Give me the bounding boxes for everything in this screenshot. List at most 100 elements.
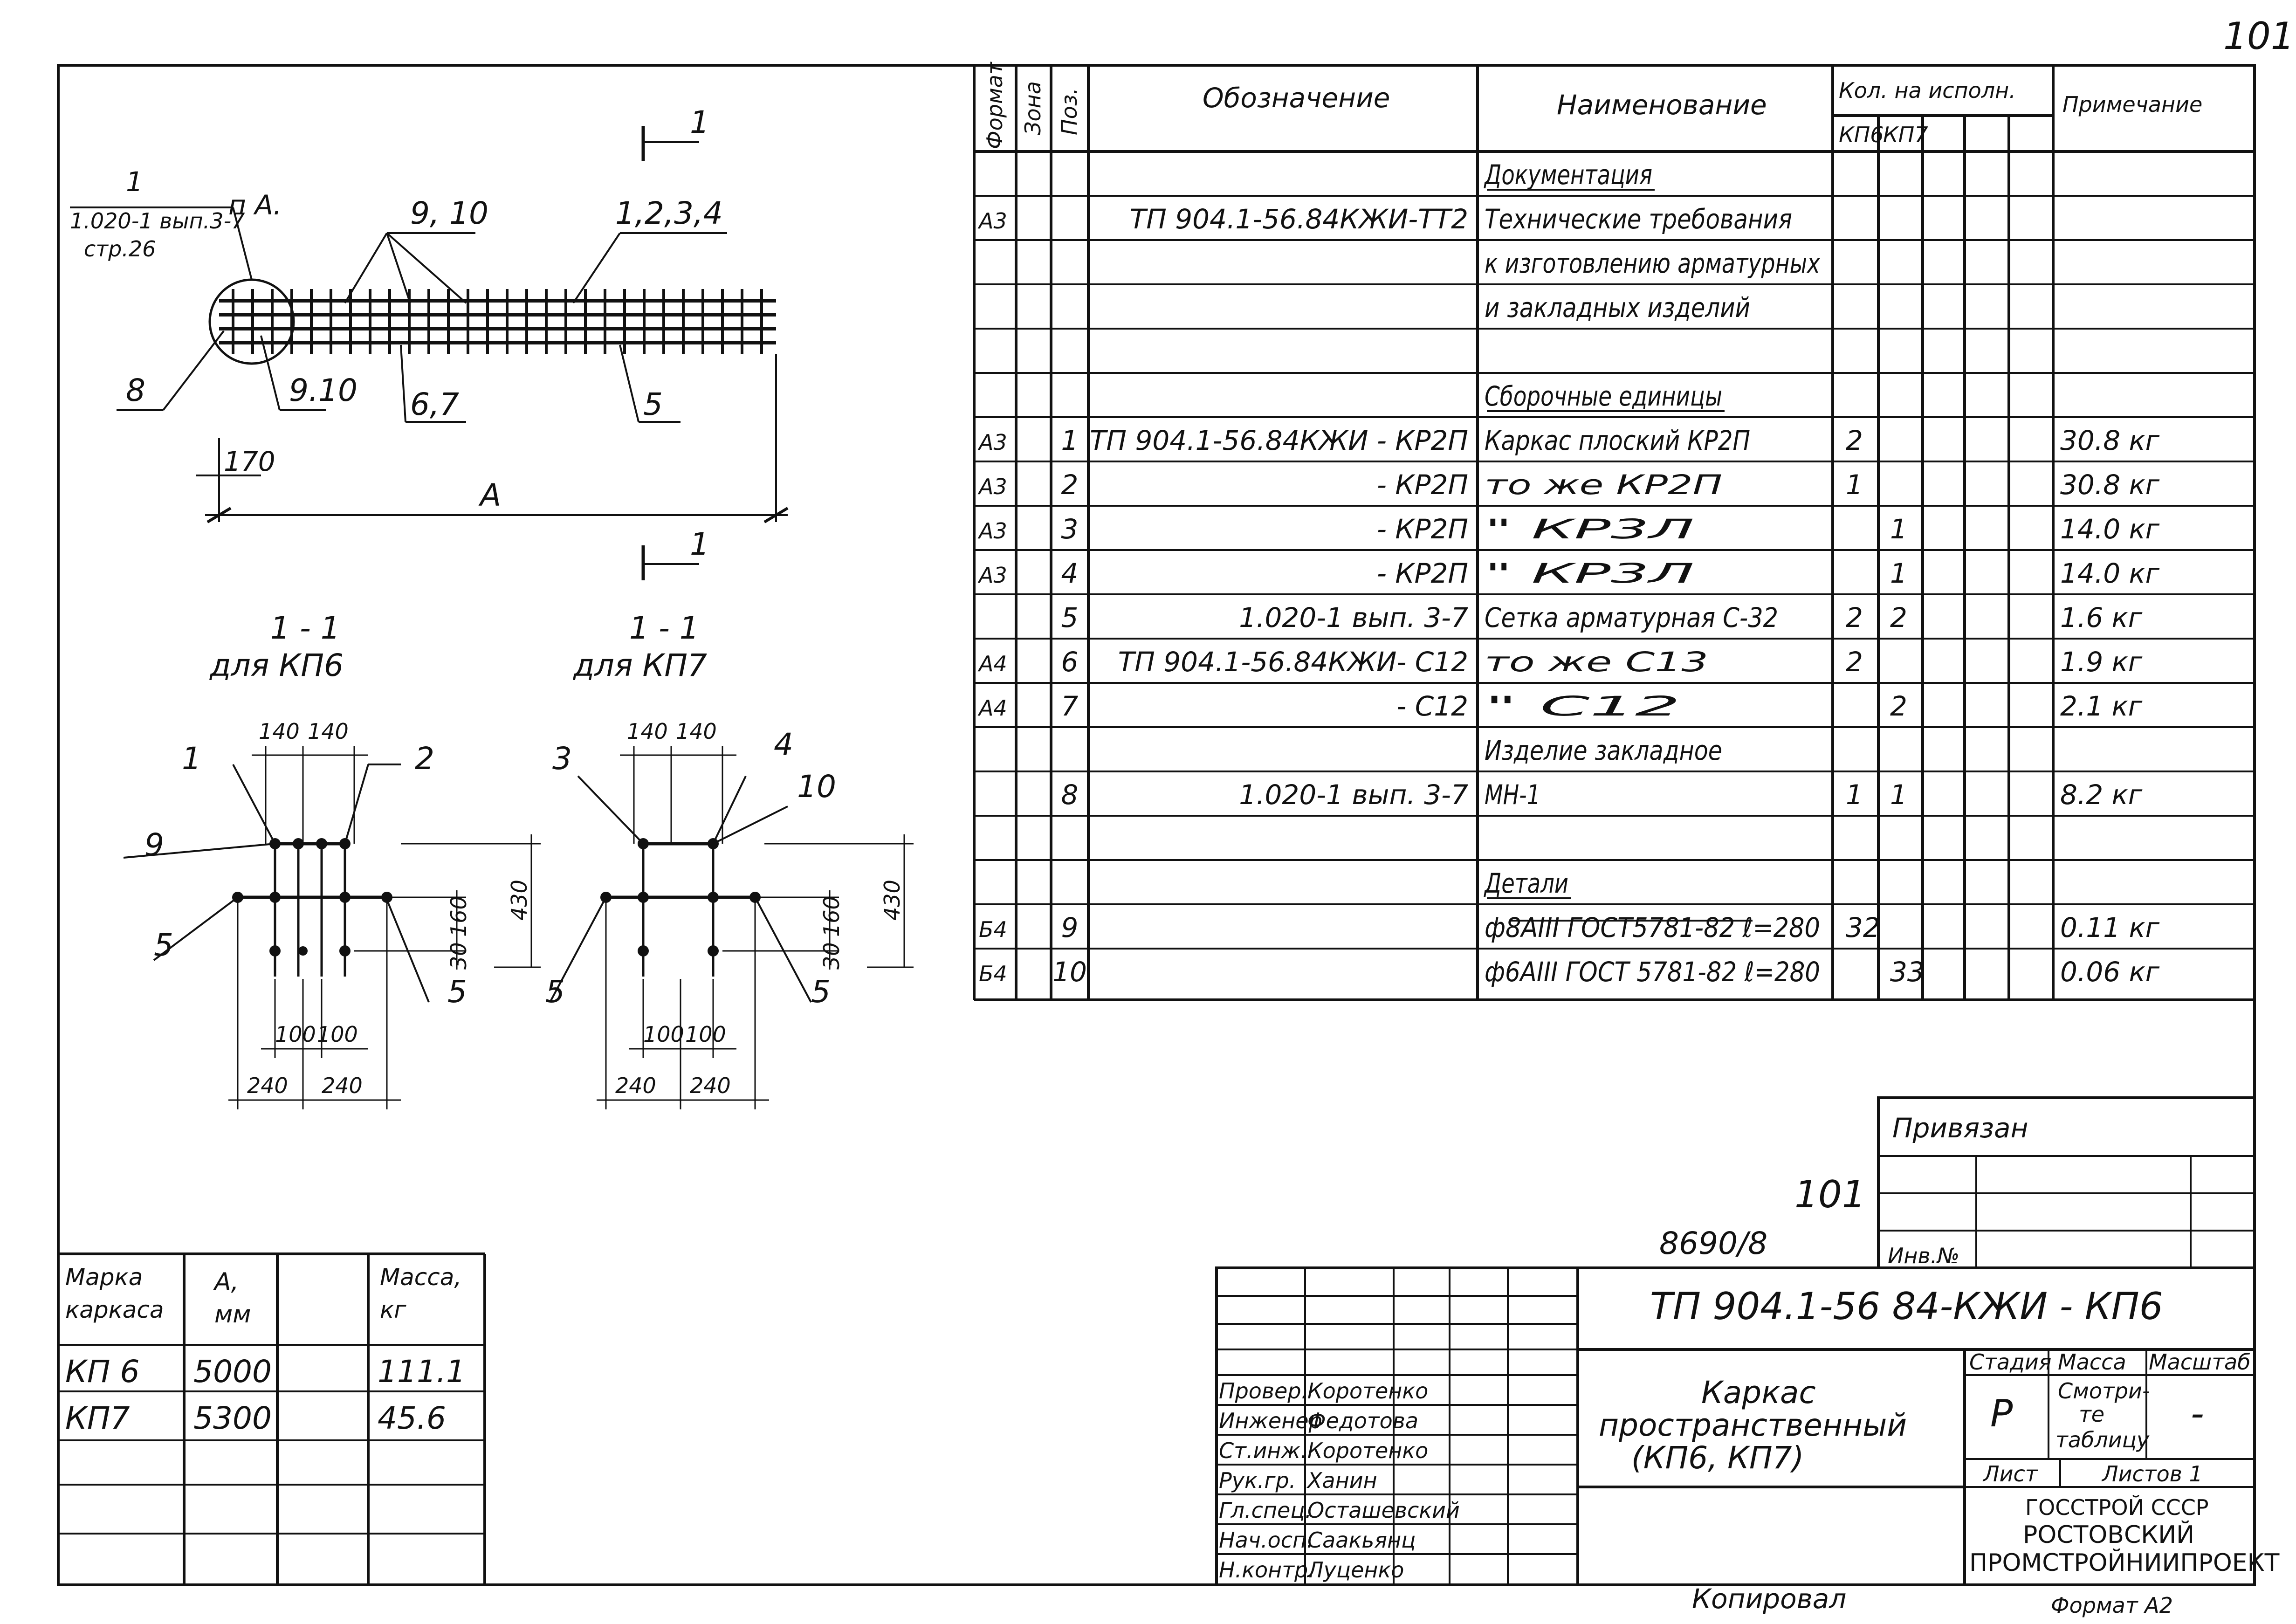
spec-cell-pos: 4 [1061,557,1079,589]
title-block-rows [1217,1267,1578,1555]
spec-row: Документация [1484,159,1655,191]
spec-row: Сборочные единицы [1485,380,1725,412]
format-label: Формат А2 [2051,1593,2173,1618]
spec-cell-pos: 10 [1052,956,1087,988]
inv-number-label: Инв.№ [1888,1243,1959,1268]
header-designation: Обозначение [1203,82,1390,114]
dim-140-d: 140 [676,719,717,744]
role-title: Ст.инж. [1219,1438,1307,1463]
spec-row: и закладных изделий [1485,292,1750,323]
spec-cell-note: 30.8 кг [2060,469,2160,501]
callout-kp6-5b: 5 [447,974,467,1010]
spec-cell-name: к изготовлению арматурных [1485,248,1821,279]
dim-240-d: 240 [690,1073,731,1098]
header-kp6: КП6 [1839,122,1884,147]
node-ref-3: стр.26 [84,236,156,261]
doc-title-line3: (КП6, КП7) [1631,1440,1804,1476]
spec-row: Изделие закладное [1485,735,1722,766]
spec-cell-designation: 1.020-1 вып. 3-7 [1239,602,1468,633]
spec-cell-name: и закладных изделий [1485,292,1750,323]
plan-studs [232,289,763,354]
marks-header-a: А, мм [214,1268,251,1328]
header-qty: Кол. на исполн. [1839,78,2016,103]
section-mark-top: 1 [690,104,709,140]
mass-value-2: те [2079,1402,2104,1427]
spec-cell-format: А4 [977,651,1007,676]
dim-100-c: 100 [643,1022,684,1047]
page-number: 101 [2223,14,2295,58]
title-block-roles: Провер.КоротенкоИнженерФедотоваСт.инж.Ко… [1219,1378,1460,1583]
doc-title-line1: Каркас [1701,1375,1816,1411]
marks-row2-mark: КП7 [65,1400,130,1436]
callout-kp6-5a: 5 [154,927,173,963]
spec-cell-name: МН-1 [1485,779,1540,811]
spec-cell-pos: 7 [1061,690,1079,722]
callout-9-10-top: 9, 10 [410,195,488,231]
spec-cell-name: Каркас плоский КР2П [1485,425,1750,456]
mass-value-1: Смотри- [2058,1378,2150,1404]
role-title: Н.контр. [1219,1557,1315,1583]
section-right-sub: для КП7 [573,647,707,683]
role-name: Луценко [1306,1557,1404,1583]
spec-row-lines [974,195,2255,950]
sheet-label: Лист [1982,1461,2038,1486]
spec-row: к изготовлению арматурных [1485,248,1821,279]
section-labels: 1 - 1 для КП6 1 - 1 для КП7 140 140 140 … [144,610,905,1098]
callout-kp6-1: 1 [182,741,201,777]
callout-kp7-4: 4 [774,727,793,763]
role-title: Инженер [1219,1408,1322,1433]
org-line3: ПРОМСТРОЙНИИПРОЕКТ [1969,1548,2280,1577]
hand-sheet-number: 101 [1794,1173,1866,1216]
dim-100-d: 100 [685,1022,726,1047]
dim-a: А [478,477,501,513]
spec-cell-designation: ТП 904.1-56.84КЖИ-ТТ2 [1130,203,1468,235]
spec-table-grid [973,65,2255,1001]
callout-9-10-bottom: 9.10 [289,372,357,408]
doc-title: Каркас пространственный (КП6, КП7) [1599,1375,1907,1476]
spec-cell-kp7: 1 [1890,779,1907,811]
header-zone: Зона [1020,81,1045,135]
spec-cell-note: 8.2 кг [2060,779,2143,811]
spec-cell-note: 14.0 кг [2060,513,2160,545]
node-label: п А. [228,189,282,221]
spec-cell-note: 1.6 кг [2060,602,2143,633]
dim-100-a: 100 [275,1022,316,1047]
spec-cell-kp6: 32 [1846,912,1880,943]
role-name: Коротенко [1307,1438,1428,1463]
marks-table-grid [58,1252,486,1585]
header-kp7: КП7 [1883,122,1928,147]
org-line2: РОСТОВСКИЙ [2023,1521,2194,1549]
spec-cell-designation: ТП 904.1-56.84КЖИ - КР2П [1090,425,1468,456]
scale-label: Масштаб [2149,1349,2251,1375]
title-block-grid [1215,1266,2256,1586]
marks-row1-mark: КП 6 [65,1354,139,1390]
role-name: Коротенко [1307,1378,1428,1404]
spec-cell-pos: 8 [1061,779,1079,811]
spec-cell-designation: - С12 [1396,690,1468,722]
spec-cell-designation: 1.020-1 вып. 3-7 [1239,779,1468,811]
spec-cell-kp6: 2 [1846,646,1863,678]
spec-cell-name: Документация [1484,159,1652,191]
dim-100-b: 100 [317,1022,358,1047]
role-title: Гл.спец. [1219,1498,1312,1523]
spec-cell-pos: 9 [1061,912,1079,943]
spec-cell-format: А4 [977,695,1007,721]
spec-cell-kp6: 1 [1846,779,1863,811]
dim-140-c: 140 [627,719,668,744]
spec-cell-note: 0.11 кг [2060,912,2160,943]
spec-cell-designation: - КР2П [1377,513,1468,545]
dim-240-a: 240 [247,1073,288,1098]
node-ref-1: 1 [126,166,143,198]
dim-160-b: 160 [819,896,844,937]
org-block: ГОССТРОЙ СССР РОСТОВСКИЙ ПРОМСТРОЙНИИПРО… [1969,1495,2280,1577]
marks-table: Марка каркаса А, мм Масса, кг КП 6 5000 … [65,1264,466,1436]
section-mark-bottom: 1 [690,526,709,562]
